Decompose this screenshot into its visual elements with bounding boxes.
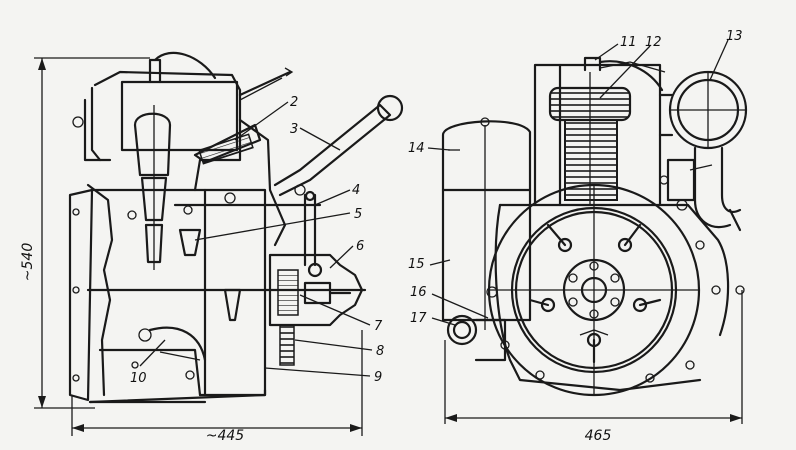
callout-3: 3: [290, 122, 298, 137]
callout-4: 4: [352, 183, 360, 198]
flywheel-bolts: [528, 223, 662, 364]
width-dimension-label-right: 465: [585, 428, 612, 444]
callout-15: 15: [408, 257, 425, 272]
callout-8: 8: [376, 344, 384, 359]
callout-labels: 2 3 4 5 6 7 8 9 10 11 12 13 14 15 16 17: [130, 29, 743, 386]
callout-5: 5: [354, 207, 362, 222]
callout-7: 7: [374, 319, 383, 334]
width-dimension-label-left: ~445: [206, 428, 245, 444]
leader-lines: [139, 39, 729, 377]
front-view: [441, 56, 748, 424]
callout-14: 14: [408, 141, 425, 156]
callout-13: 13: [726, 29, 743, 44]
callout-10: 10: [130, 371, 147, 386]
callout-17: 17: [410, 311, 427, 326]
callout-2: 2: [290, 95, 298, 110]
callout-12: 12: [645, 35, 662, 50]
callout-9: 9: [374, 370, 382, 385]
side-view: [34, 51, 404, 436]
callout-6: 6: [356, 239, 364, 254]
callout-16: 16: [410, 285, 427, 300]
height-dimension-label: ~540: [20, 243, 36, 282]
callout-11: 11: [620, 35, 637, 50]
